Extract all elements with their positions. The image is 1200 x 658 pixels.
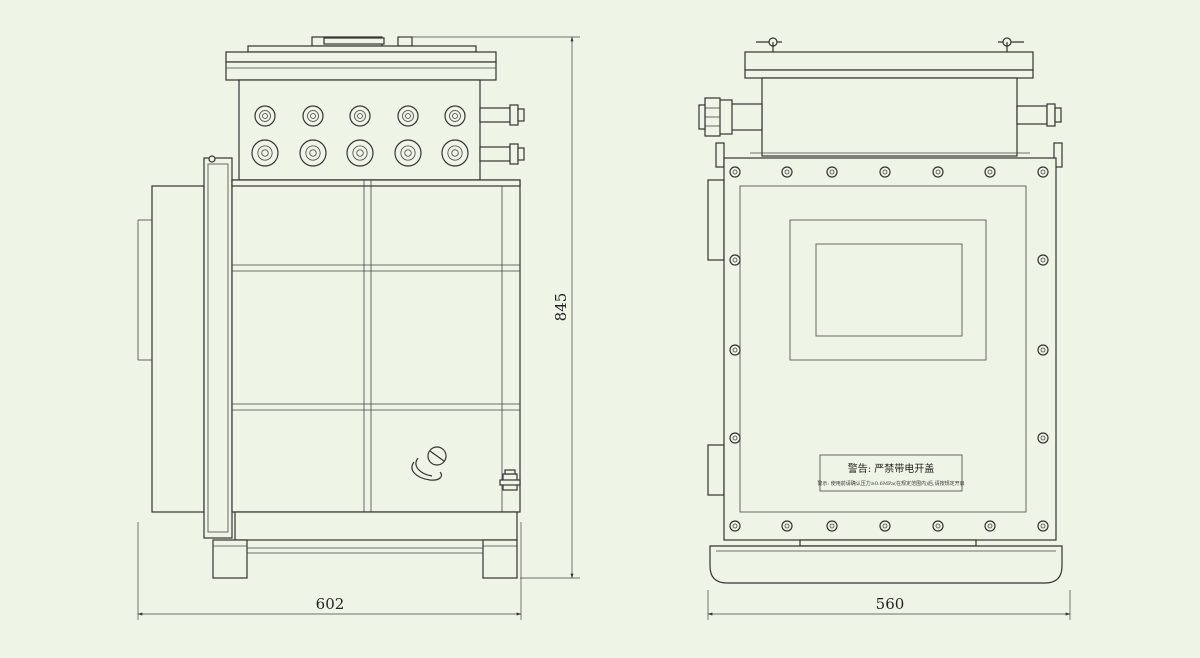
cable-gland (251, 139, 279, 167)
front-left-gland (698, 97, 763, 137)
panel-bolt (984, 520, 996, 532)
cable-gland (299, 139, 327, 167)
panel-bolt (1037, 520, 1049, 532)
cable-gland (254, 105, 276, 127)
front-right-gland (1016, 103, 1062, 127)
panel-bolt (984, 166, 996, 178)
panel-bolt (781, 520, 793, 532)
side-junction-box (238, 79, 525, 181)
panel-bolt (826, 166, 838, 178)
side-top-lid (225, 36, 497, 81)
front-clamp-bolts (715, 142, 1063, 168)
side-view: 602 845 (137, 36, 580, 620)
panel-bolt (729, 432, 741, 444)
panel-bolt (729, 344, 741, 356)
front-base-skid (709, 539, 1063, 584)
front-top-handles (756, 37, 1024, 52)
valve-fitting (499, 469, 521, 491)
panel-bolt (1037, 344, 1049, 356)
dimension-label-845: 845 (552, 293, 570, 322)
panel-bolt (729, 254, 741, 266)
front-panel: 警告: 严禁带电开盖 警示: 使用前请确认压力≥0.6MPa(在规定范围内)后,… (707, 157, 1057, 541)
panel-bolt (932, 520, 944, 532)
panel-bolt (1037, 166, 1049, 178)
display-window (815, 243, 963, 337)
cable-gland (302, 105, 324, 127)
dimension-label-560: 560 (876, 595, 905, 613)
dimension-front-width: 560 (707, 590, 1071, 620)
front-top-lid (744, 51, 1034, 71)
dimension-height: 845 (400, 36, 580, 579)
front-view: 警告: 严禁带电开盖 警示: 使用前请确认压力≥0.6MPa(在规定范围内)后,… (698, 37, 1071, 620)
cable-gland (441, 139, 469, 167)
handle-knob (411, 446, 447, 481)
warning-title: 警告: 严禁带电开盖 (848, 462, 935, 475)
side-cable-glands (479, 104, 525, 165)
panel-bolt (1037, 254, 1049, 266)
warning-note: 警示: 使用前请确认压力≥0.6MPa(在规定范围内)后,请按规定开启 (817, 480, 964, 487)
cable-gland (394, 139, 422, 167)
panel-bolt (879, 520, 891, 532)
cable-gland (397, 105, 419, 127)
warning-label: 警告: 严禁带电开盖 警示: 使用前请确认压力≥0.6MPa(在规定范围内)后,… (817, 454, 965, 492)
dimension-label-602: 602 (316, 595, 345, 613)
cable-gland-array (251, 105, 469, 167)
panel-bolt (729, 520, 741, 532)
side-main-body (137, 155, 521, 539)
dimension-side-width: 602 (137, 522, 522, 620)
panel-bolt (729, 166, 741, 178)
cable-gland (444, 105, 466, 127)
panel-bolt (1037, 432, 1049, 444)
panel-bolt (932, 166, 944, 178)
panel-bolt (781, 166, 793, 178)
panel-bolt-array (729, 166, 1049, 532)
panel-bolt (826, 520, 838, 532)
cable-gland (349, 105, 371, 127)
side-base (212, 511, 518, 579)
front-junction-box (761, 77, 1018, 157)
cable-gland (346, 139, 374, 167)
panel-bolt (879, 166, 891, 178)
